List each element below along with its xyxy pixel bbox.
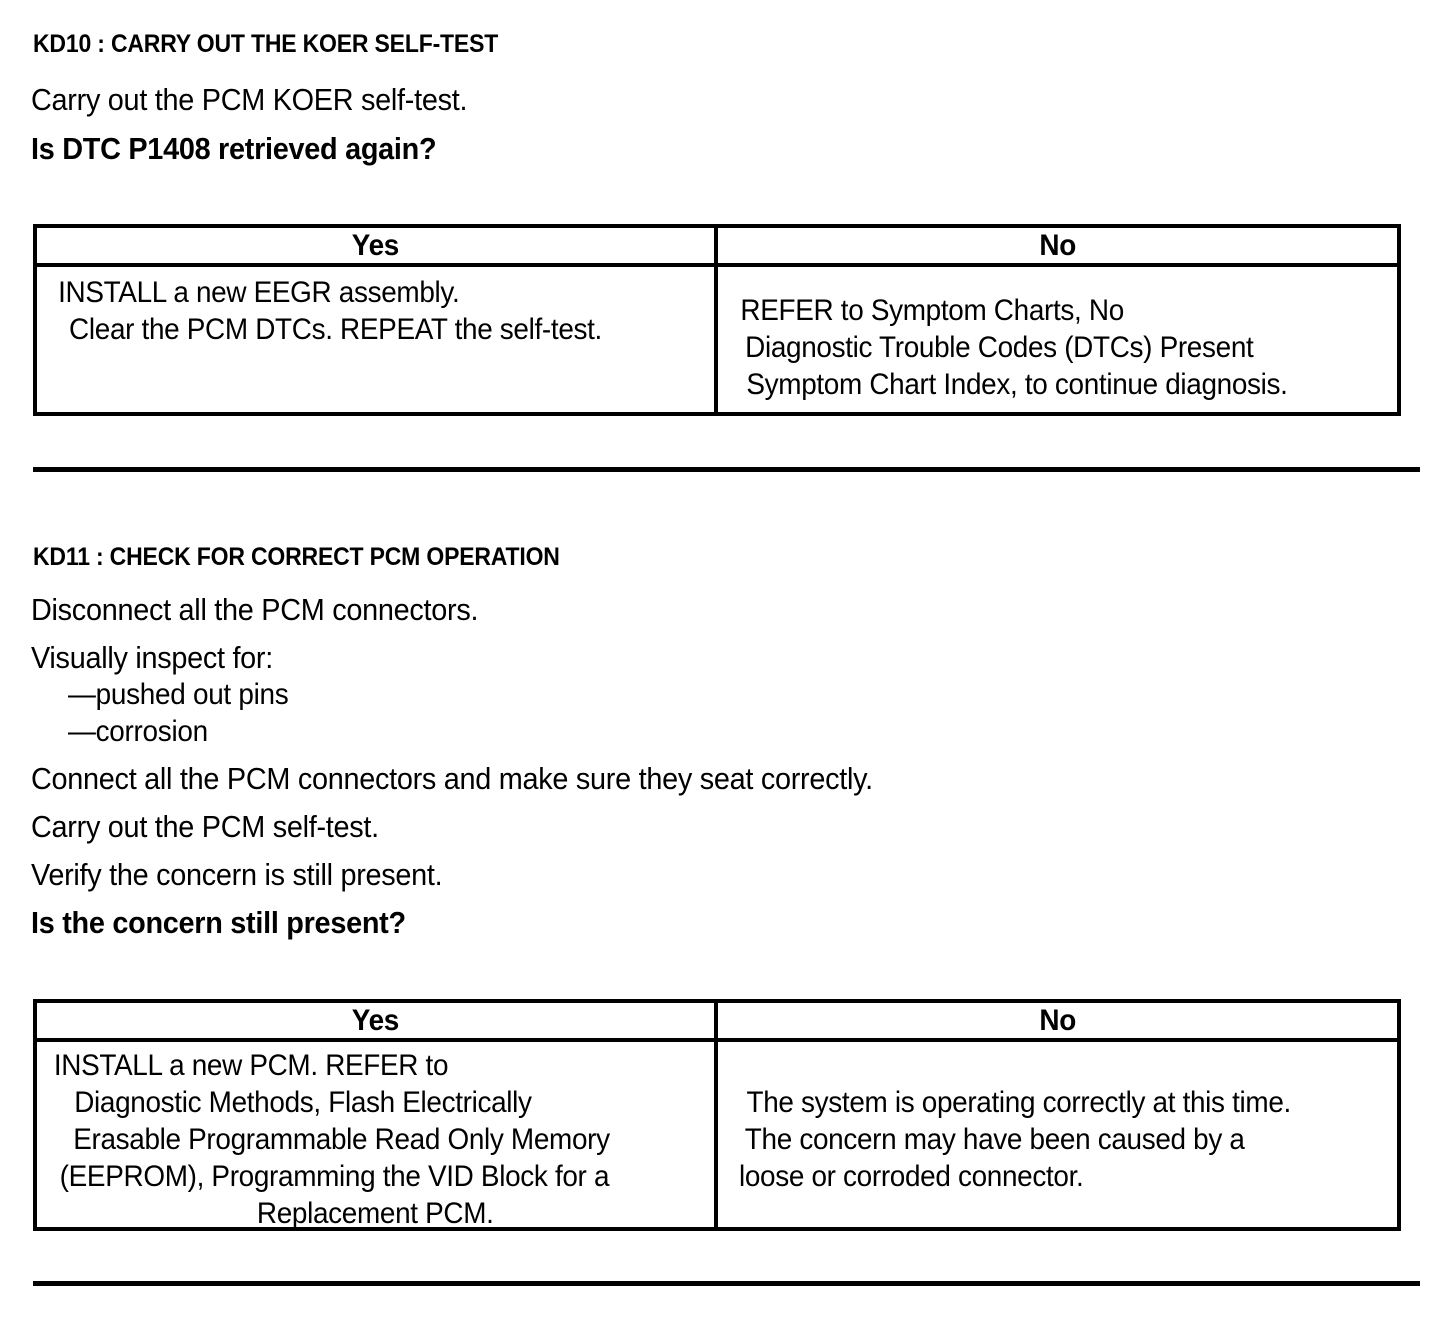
table-cell-line: INSTALL a new EEGR assembly.: [58, 276, 460, 309]
instruction-line: Connect all the PCM connectors and make …: [31, 761, 873, 796]
table-header-no: No: [1039, 1003, 1076, 1037]
table-cell-line: Symptom Chart Index, to continue diagnos…: [746, 368, 1288, 401]
table-column-divider: [714, 1003, 718, 1227]
table-cell-line: Diagnostic Trouble Codes (DTCs) Present: [745, 331, 1254, 364]
table-cell-line: loose or corroded connector.: [738, 1160, 1084, 1193]
section-divider-rule: [33, 1281, 1420, 1286]
section-divider-rule: [33, 467, 1420, 472]
table-cell-line: Erasable Programmable Read Only Memory: [73, 1123, 610, 1156]
table-cell-no: REFER to Symptom Charts, No Diagnostic T…: [718, 267, 1397, 412]
instruction-line: Disconnect all the PCM connectors.: [31, 592, 479, 627]
table-cell-no: The system is operating correctly at thi…: [718, 1042, 1397, 1227]
decision-table-kd10: Yes No INSTALL a new EEGR assembly. Clea…: [33, 224, 1401, 416]
table-header-no: No: [1039, 228, 1076, 262]
table-cell-line: INSTALL a new PCM. REFER to: [53, 1049, 449, 1082]
table-cell-line: Clear the PCM DTCs. REPEAT the self-test…: [69, 313, 602, 346]
step-heading-kd10: KD10 : CARRY OUT THE KOER SELF-TEST: [33, 30, 499, 58]
table-cell-line: (EEPROM), Programming the VID Block for …: [59, 1160, 610, 1193]
instruction-question: Is DTC P1408 retrieved again?: [31, 131, 437, 166]
table-cell-line: Diagnostic Methods, Flash Electrically: [74, 1086, 532, 1119]
instruction-line: Visually inspect for:: [31, 640, 273, 675]
table-cell-line: The system is operating correctly at thi…: [746, 1086, 1291, 1119]
instruction-line: Carry out the PCM KOER self-test.: [31, 82, 468, 117]
step-heading-kd11: KD11 : CHECK FOR CORRECT PCM OPERATION: [33, 543, 560, 571]
table-cell-yes: INSTALL a new PCM. REFER to Diagnostic M…: [37, 1042, 714, 1227]
table-cell-yes: INSTALL a new EEGR assembly. Clear the P…: [37, 267, 714, 412]
table-header-yes: Yes: [351, 228, 400, 262]
table-cell-line: The concern may have been caused by a: [744, 1123, 1245, 1156]
instruction-bullet: —pushed out pins: [68, 678, 289, 711]
table-column-divider: [714, 228, 718, 412]
instruction-line: Verify the concern is still present.: [31, 857, 443, 892]
table-header-divider: [37, 1038, 1397, 1042]
instruction-question: Is the concern still present?: [31, 905, 406, 940]
instruction-line: Carry out the PCM self-test.: [31, 809, 379, 844]
instruction-bullet: —corrosion: [68, 715, 208, 748]
table-header-yes: Yes: [351, 1003, 400, 1037]
table-header-divider: [37, 263, 1397, 267]
table-cell-line: REFER to Symptom Charts, No: [740, 294, 1124, 327]
decision-table-kd11: Yes No INSTALL a new PCM. REFER to Diagn…: [33, 999, 1401, 1231]
table-cell-line: Replacement PCM.: [257, 1197, 494, 1227]
